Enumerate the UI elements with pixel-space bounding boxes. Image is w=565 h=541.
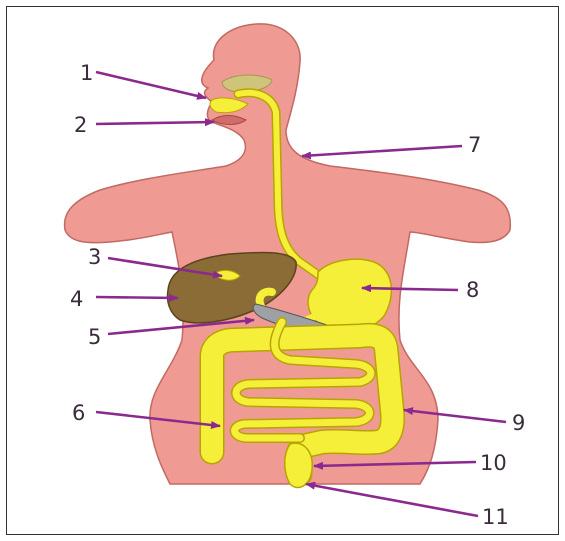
label-7: 7 [468,133,481,157]
label-6: 6 [72,401,85,425]
label-9: 9 [512,411,525,435]
rectum [285,443,313,487]
label-5: 5 [88,325,101,349]
label-3: 3 [88,245,101,269]
stomach [308,259,391,332]
label-4: 4 [70,287,83,311]
label-11: 11 [482,505,509,529]
label-8: 8 [466,278,479,302]
arrow-11 [306,484,478,516]
arrow-4 [96,297,178,298]
label-2: 2 [74,113,87,137]
arrow-1 [96,72,206,98]
arrow-7 [302,146,462,156]
label-1: 1 [80,61,93,85]
label-10: 10 [480,451,507,475]
arrow-2 [96,122,214,124]
